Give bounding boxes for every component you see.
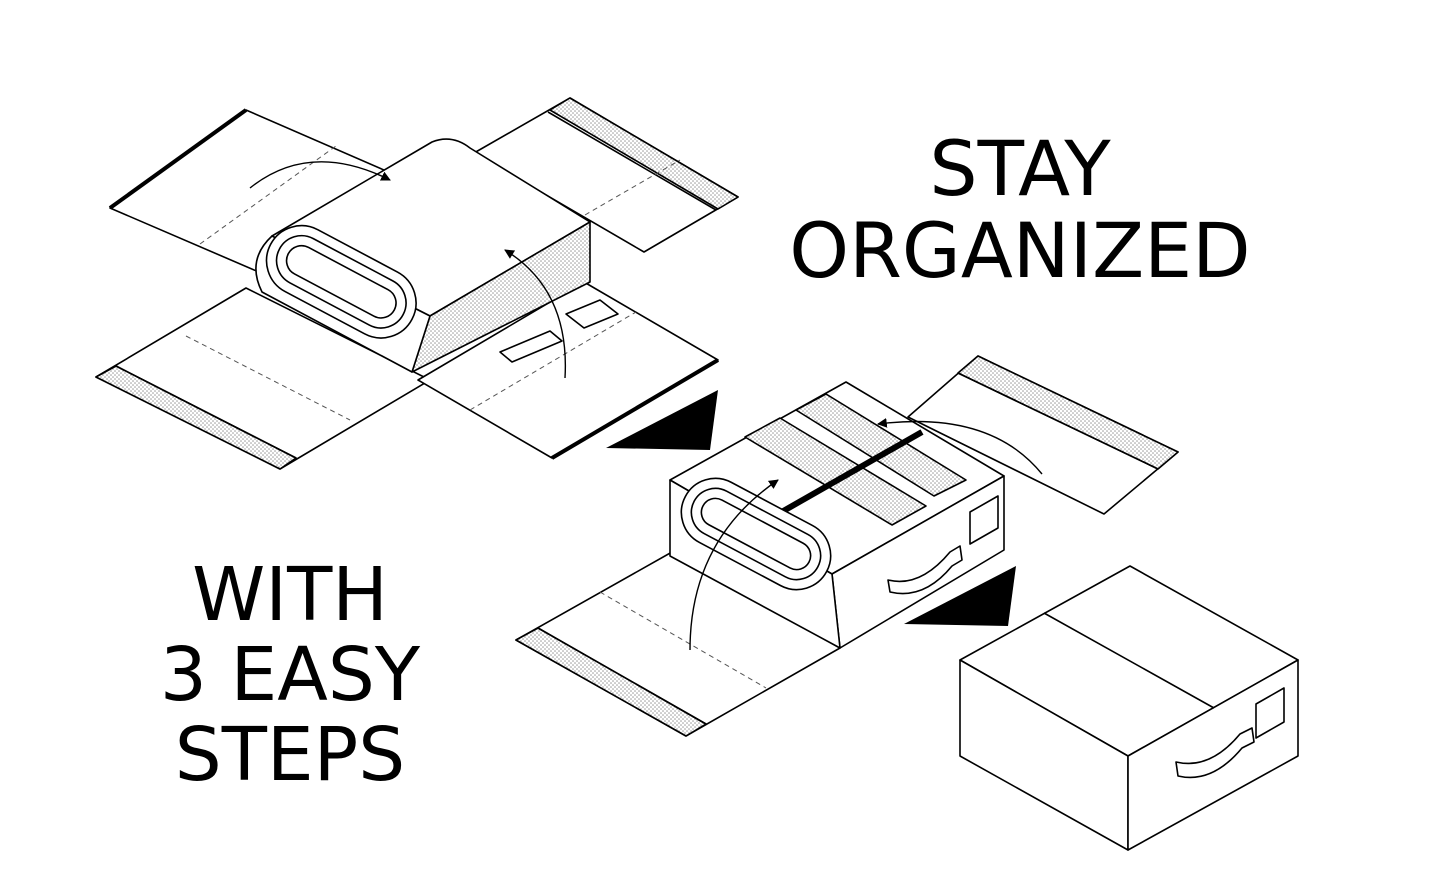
right-flap-step2 [907, 355, 1179, 515]
headline-stay-organized: STAY ORGANIZED [780, 124, 1260, 296]
headline-top-line2: ORGANIZED [789, 206, 1251, 296]
headline-bottom-line1: WITH [192, 552, 388, 638]
fold-arrow-left [249, 161, 391, 189]
headline-bottom-line2: 3 EASY [159, 631, 421, 718]
rolled-bedding [255, 138, 591, 373]
step-arrow-1 [606, 390, 718, 450]
step-1-unfolded-organizer [95, 97, 739, 470]
fold-arrow-step2-left [689, 479, 779, 651]
fold-arrow-right [504, 249, 567, 379]
headline-three-easy-steps: WITH 3 EASY STEPS [120, 552, 460, 798]
fold-arrow-step2-right [877, 418, 1043, 475]
step-3-closed-box [959, 565, 1299, 851]
bottom-right-flap [417, 281, 720, 460]
step-2-partially-folded [515, 355, 1179, 737]
headline-top-line1: STAY [929, 124, 1111, 213]
headline-bottom-line3: STEPS [174, 711, 406, 798]
right-flap [473, 97, 739, 253]
box-body-step2 [669, 381, 1005, 649]
bottom-left-flap [95, 287, 431, 470]
step-arrow-2 [904, 566, 1016, 626]
